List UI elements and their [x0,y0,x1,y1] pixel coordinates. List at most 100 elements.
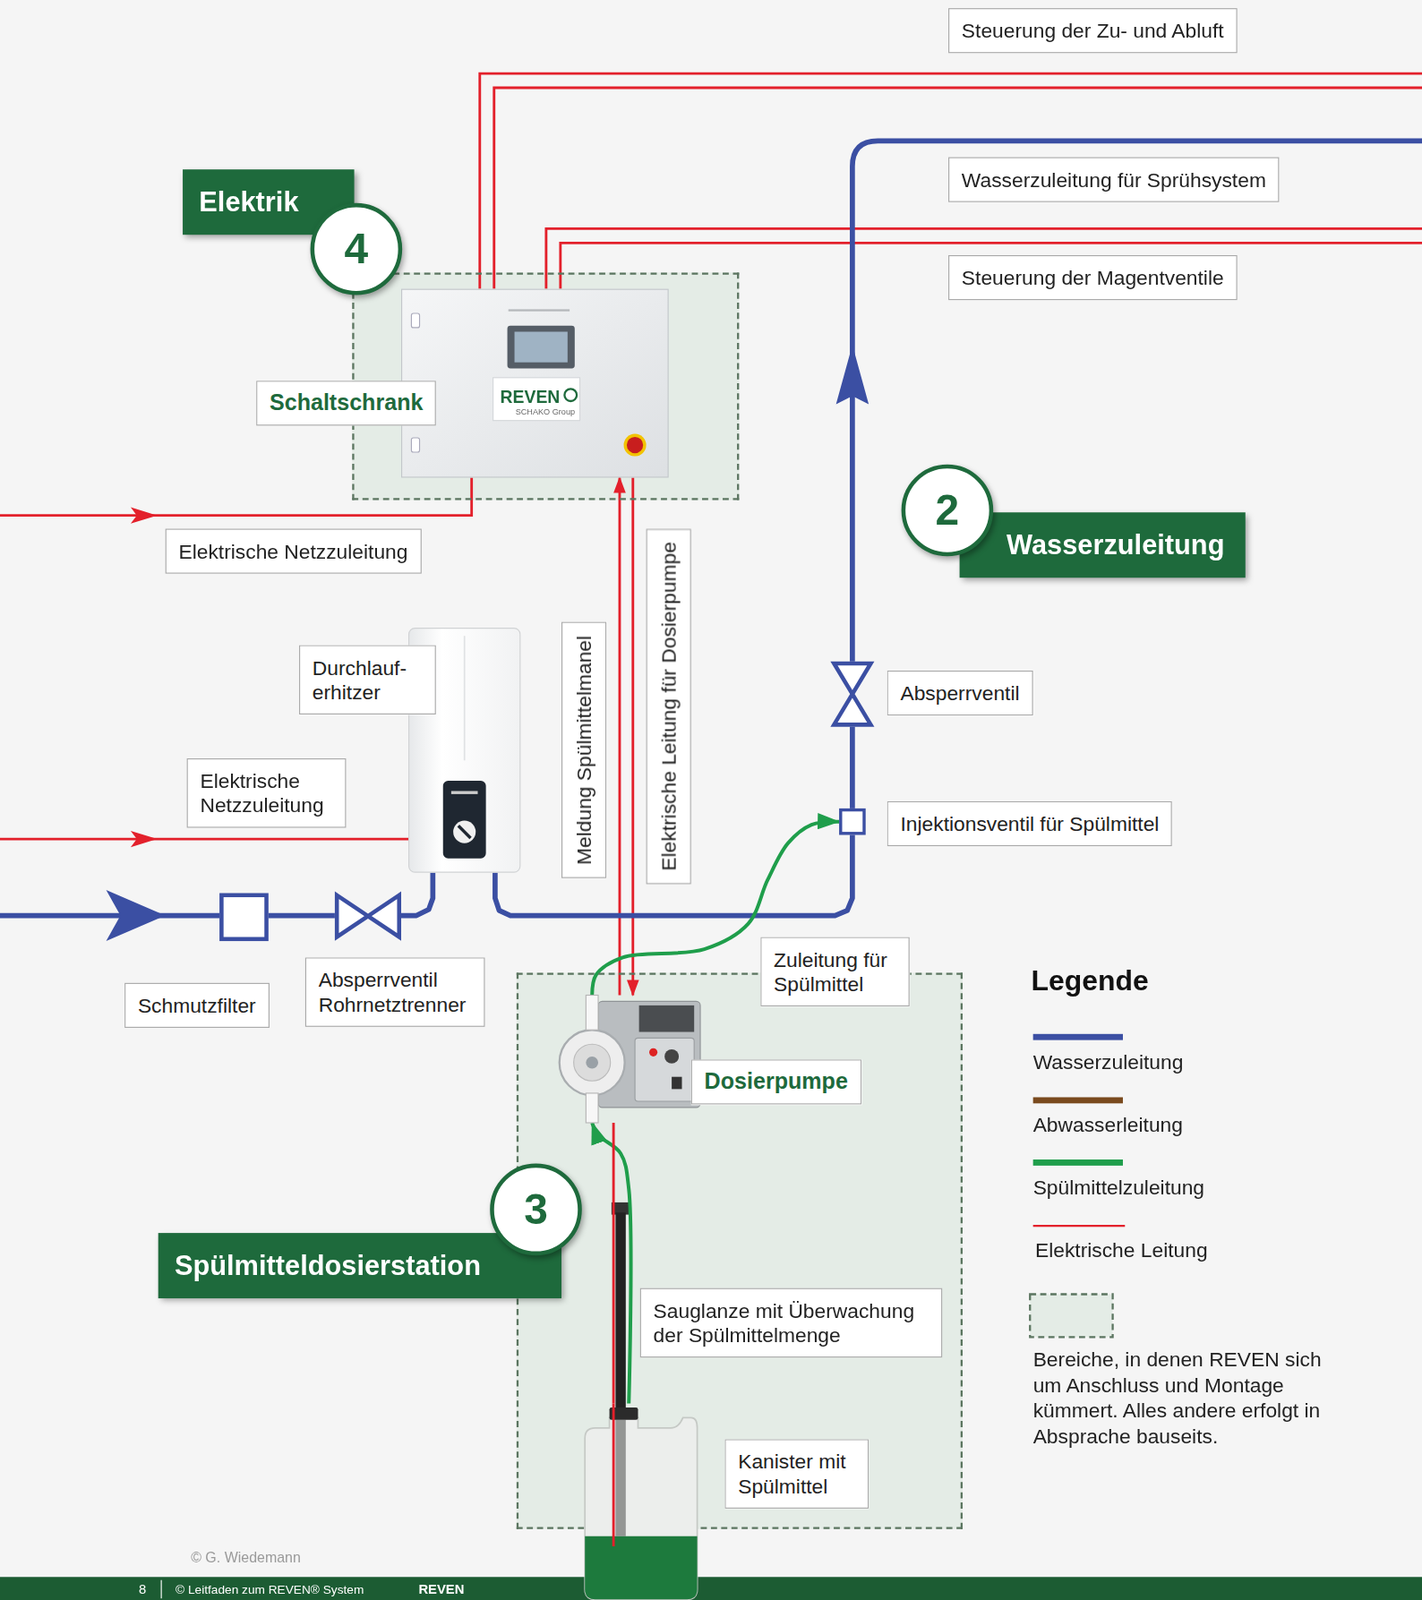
flow-arrow [106,890,166,942]
pump-head-bolt [585,1056,599,1070]
label-text: Schmutzfilter [124,983,269,1028]
label-text: Durchlauf- erhitzer [299,644,437,715]
illustration [831,661,874,728]
legend-sample [1033,1159,1123,1166]
footer-text: © Leitfaden zum REVEN® System [175,1582,364,1597]
canister-body [584,1417,697,1600]
region-fill [516,972,963,1529]
pump-head [559,1029,626,1096]
legend-sample [1033,1096,1123,1104]
dial [453,821,476,844]
label-text: Steuerung der Magentventile [961,265,1225,290]
label-box: Steuerung der Magentventile [948,255,1237,300]
label-text: Injektionsventil für Spülmittel [887,801,1174,847]
illustration [839,808,866,836]
label-box: Steuerung der Zu- und Abluft [948,8,1237,53]
outlet-fitting [585,994,599,1030]
main-switch-ring [624,433,647,456]
legend-text: Bereiche, in denen REVEN sich um Anschlu… [1033,1347,1340,1450]
label-text: Sauglanze mit Überwachung der Spülmittel… [653,1298,930,1348]
filter-symbol [221,895,266,940]
callout-number: 2 [901,464,994,557]
cabinet-body [402,289,669,478]
illustration [401,289,669,479]
logo-mark [564,388,577,402]
region-fills [351,272,963,1529]
pump-cover [639,1005,695,1033]
footer-band [0,1576,1422,1600]
logo-subtext: SCHAKO Group [515,407,575,418]
label-text: Absperrventil [887,670,1034,716]
dial-pointer [458,825,472,839]
detergent-canister: Kanister mit Spülmittel [576,1403,704,1600]
label-box: Elektrische Netzzuleitung [187,758,347,829]
banner-text: Wasserzuleitung [1006,512,1225,578]
edge-label: Zuleitung für Spülmittel [760,937,909,1008]
label-box: Elektrische Netzzuleitung [165,529,422,574]
illustration [576,1403,704,1600]
installation-region: 3SpülmitteldosierstationDosierpumpeSaugl… [516,972,963,1529]
suction-lance [615,1212,626,1409]
label-text: Schaltschrank [256,380,437,426]
water-heater: Durchlauf- erhitzer [408,627,521,874]
inlet-pipe [0,913,220,919]
detergent [584,1536,697,1600]
legend-text: Wasserzuleitung [1033,1049,1184,1075]
label-text: Absperrventil Rohrnetztrenner [305,957,486,1028]
installation-region: Elektrik4Schaltschrank [351,272,739,500]
section-banner: 2Wasserzuleitung [959,512,1246,578]
label-text: Dosierpumpe [691,1059,862,1105]
level-sensor-wire [612,1403,616,1547]
legend-sample [1033,1224,1126,1227]
nameplate [508,308,570,311]
label-text: Wasserzuleitung für Sprühsystem [961,167,1267,192]
copyright: © G. Wiedemann [190,1549,301,1567]
label-box: Sauglanze mit Überwachung der Spülmittel… [640,1288,943,1359]
shutoff-valve: Absperrventil [831,661,874,728]
pump-switch [671,1077,682,1090]
label-text: Steuerung der Zu- und Abluft [961,18,1225,43]
label-text: Kanister mit Spülmittel [724,1439,869,1509]
brand-mark [451,790,479,794]
pump-led [649,1048,658,1057]
main-switch [626,436,643,454]
banner-text: Spülmitteldosierstation [158,1233,562,1299]
water-pipe [401,873,433,917]
water-pipe [268,913,335,919]
legend-sample [1029,1294,1113,1338]
legend-title: Legende [1030,963,1148,998]
legend-sample [1033,1034,1123,1041]
inlet-fitting [585,1093,599,1123]
backflow-valve: Absperrventil Rohrnetztrenner [334,892,402,939]
mains-wire [0,838,409,841]
dirt-filter: Schmutzfilter [219,892,269,942]
dosing-pump: Dosierpumpe [551,994,705,1123]
valve-symbol [336,895,400,938]
control-cabinet: Schaltschrank [401,289,669,479]
label-box: Wasserzuleitung für Sprühsystem [948,157,1280,203]
display-frame [507,325,575,369]
injection-valve-symbol [840,810,865,834]
spray-water-pipe [852,140,1422,661]
legend-text: Spülmittelzuleitung [1033,1174,1205,1200]
pump-panel [634,1037,694,1102]
illustration [551,994,705,1123]
latch [411,313,420,328]
pump-head-inner [573,1044,611,1081]
logo-text: REVEN [500,387,561,409]
edge-label: Meldung Spülmittelmanel [561,622,607,879]
wire-arrow [130,507,158,524]
legend-text: Abwasserleitung [1033,1113,1183,1139]
control-panel [443,780,487,859]
footer-logo: REVEN [418,1581,464,1598]
illustration [219,892,269,942]
valve-symbol [833,663,871,725]
label-text: Elektrische Netzzuleitung [178,539,408,564]
flow-arrow [836,344,869,404]
logo-plate [493,377,581,421]
level-signal-wire [612,1122,616,1404]
illustration [334,892,402,939]
mains-wire [0,478,472,516]
callout-number: 4 [310,203,403,296]
display [514,331,568,362]
